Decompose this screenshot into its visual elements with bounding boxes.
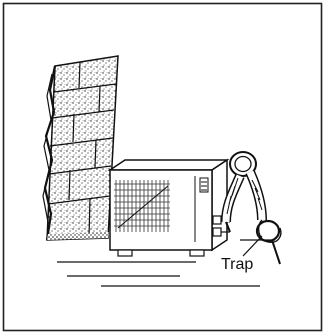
wall xyxy=(43,56,118,240)
outdoor-unit xyxy=(110,160,230,256)
trap-label: Trap xyxy=(221,256,253,274)
trap-leader-line xyxy=(243,236,262,256)
refrigerant-piping xyxy=(226,152,281,264)
unit-feet xyxy=(118,250,204,256)
